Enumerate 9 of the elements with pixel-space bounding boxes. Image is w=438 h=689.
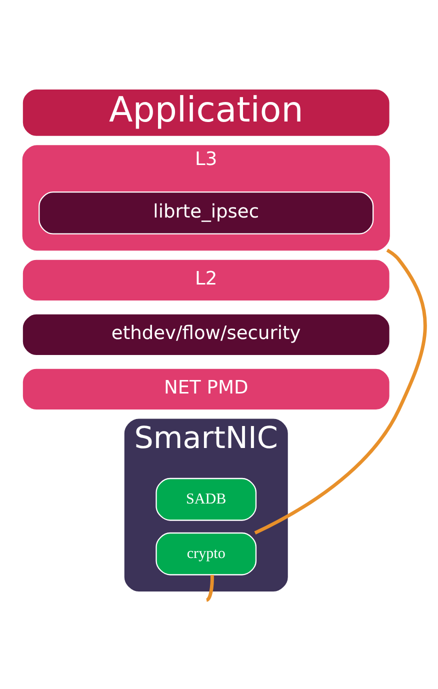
connector <box>254 248 426 534</box>
node-box: ethdev/flow/security <box>21 312 390 356</box>
node-box: crypto <box>155 532 256 575</box>
node-box: SADB <box>155 477 256 520</box>
connector <box>205 574 214 602</box>
node-box: librte_ipsec <box>38 191 374 234</box>
node-box: Application <box>21 88 390 137</box>
node-box: L2 <box>21 258 390 302</box>
node-box: NET PMD <box>21 367 390 410</box>
